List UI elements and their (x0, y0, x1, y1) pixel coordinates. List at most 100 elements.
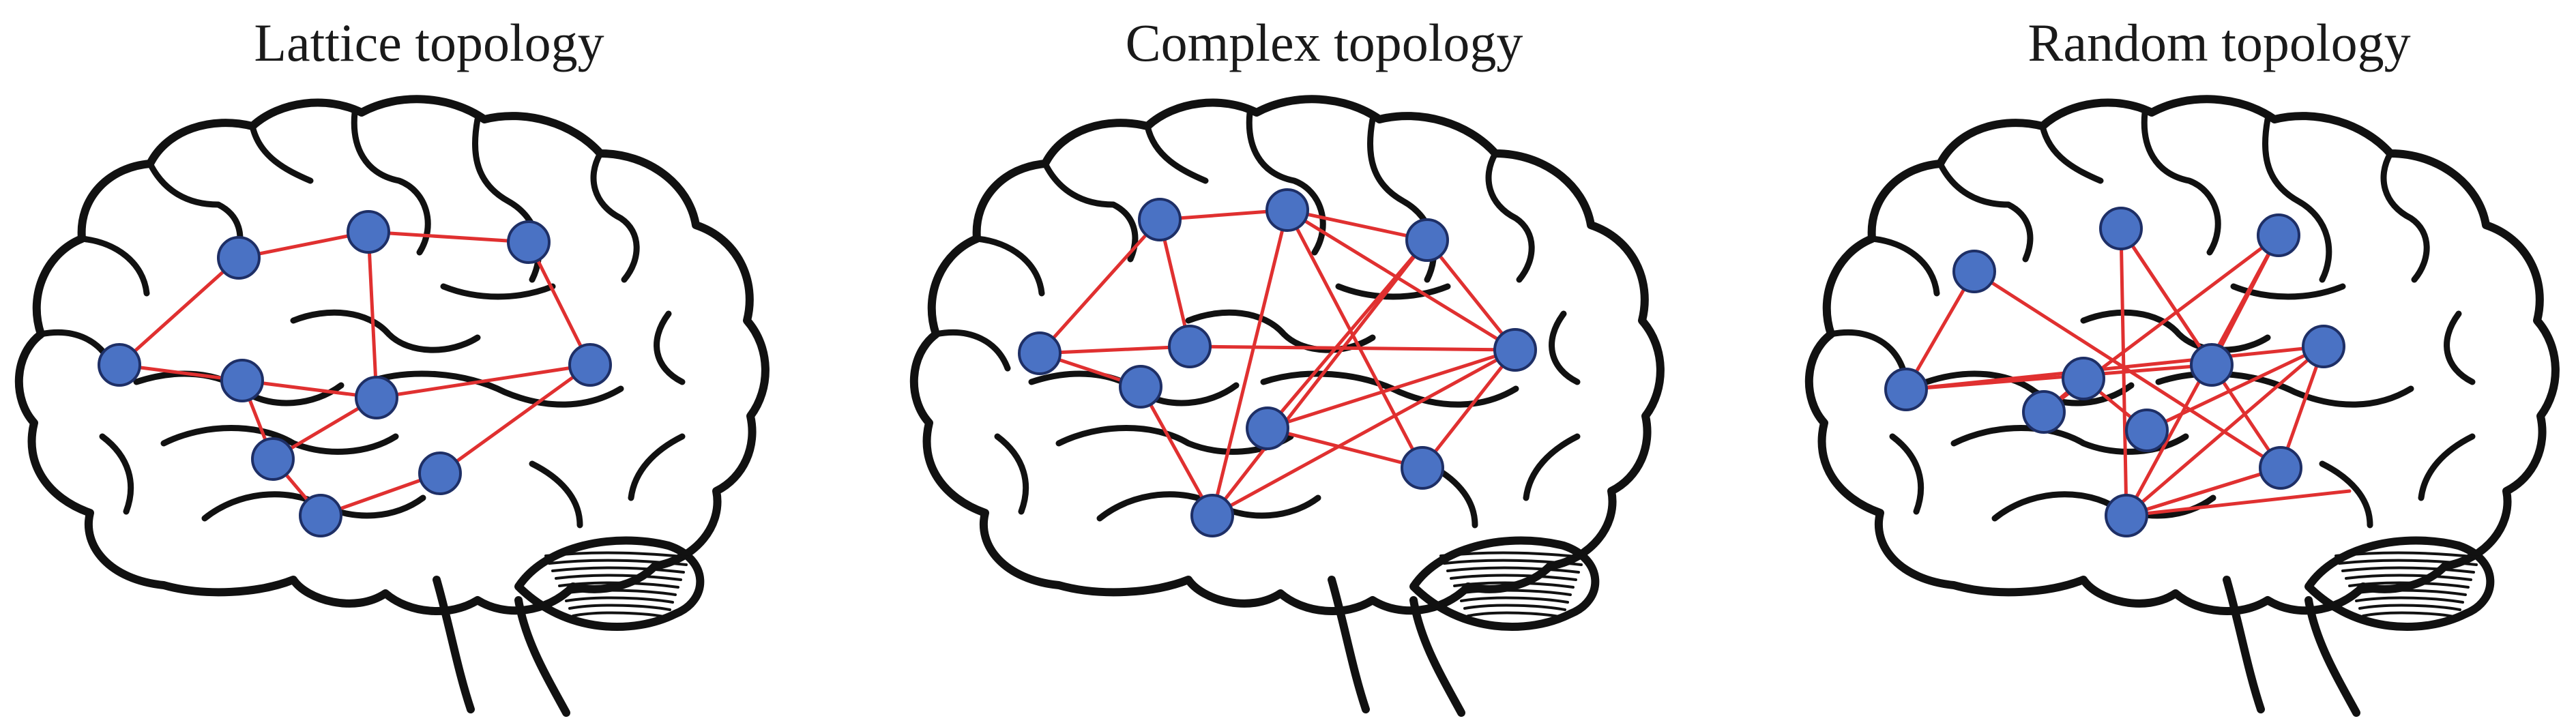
cerebrum-outline (1804, 95, 2560, 615)
network-node (507, 220, 551, 264)
gyrus-line (1889, 433, 1924, 515)
network-node (2022, 390, 2066, 434)
cerebellum-fold (1463, 604, 1566, 611)
brainstem (2223, 576, 2360, 717)
network-edge (366, 230, 531, 244)
cerebellum-fold (2338, 559, 2478, 566)
gyrus-line (1523, 433, 1581, 501)
panel-title: Lattice topology (254, 13, 604, 72)
cerebellum-fold (1467, 611, 1564, 619)
gyrus-line (1485, 150, 1535, 283)
network-node (220, 359, 264, 402)
cerebellum-fold (2362, 611, 2459, 619)
network-edge (1285, 208, 1429, 242)
network-edges (117, 230, 592, 518)
network-nodes (1884, 207, 2345, 537)
network-edge (1038, 218, 1162, 355)
network-edge (1285, 208, 1424, 470)
network-node (1401, 446, 1444, 490)
network-node (2062, 357, 2105, 400)
gyrus-line (974, 235, 1045, 297)
network-node (1265, 188, 1309, 232)
network-edge (2124, 466, 2283, 518)
gyrus-line (1335, 283, 1451, 300)
gyrus-line (529, 460, 583, 529)
cerebellum-outline (2304, 536, 2495, 632)
network-edge (2124, 489, 2352, 518)
network-edge (1904, 363, 2214, 391)
network-node (1119, 365, 1162, 409)
network-edge (527, 240, 592, 367)
network-node (2257, 213, 2300, 257)
gyrus-line (1828, 329, 1906, 372)
gyrus-line (994, 433, 1029, 515)
gyrus-line (2141, 109, 2221, 256)
cerebellum-fold (2345, 574, 2472, 581)
brain-outline (14, 95, 770, 717)
network-node (2190, 343, 2234, 387)
gyrus-line (590, 150, 640, 283)
network-node (299, 494, 342, 537)
cerebellum-fold (1453, 581, 1575, 589)
network-edge (1285, 208, 1517, 352)
network-node (1190, 494, 1234, 537)
cerebrum-outline (909, 95, 1665, 615)
network-edge (1210, 208, 1289, 518)
cerebellum-fold (544, 551, 690, 559)
cerebellum-fold (561, 589, 677, 596)
network-edge (1210, 348, 1517, 518)
network-edge (117, 256, 241, 367)
network-edge (1972, 269, 2283, 470)
network-edge (1265, 238, 1429, 430)
network-node (1168, 325, 1212, 368)
cerebellum-fold (1457, 589, 1572, 596)
network-node (1405, 218, 1449, 262)
cerebellum-fold (572, 611, 669, 619)
network-edge (1265, 348, 1517, 430)
gyrus-line (365, 370, 624, 408)
gyrus-line (290, 309, 481, 353)
network-node (2259, 446, 2302, 490)
network-nodes (98, 210, 612, 537)
gyrus-line (1055, 425, 1294, 455)
cerebellum-fold (2348, 581, 2470, 589)
network-edge (1139, 385, 1214, 518)
gyrus-line (351, 109, 431, 256)
network-node (2302, 325, 2345, 368)
network-edge (2124, 344, 2326, 518)
gyrus-line (99, 433, 134, 515)
cerebellum-fold (2334, 551, 2480, 559)
network-node (1018, 331, 1062, 375)
gyrus-line (1144, 123, 1209, 184)
cerebellum-fold (1446, 566, 1580, 574)
cerebellum-fold (555, 574, 682, 581)
gyrus-line (1549, 310, 1581, 385)
gyrus-line (2262, 116, 2332, 283)
network-edge (2119, 226, 2214, 367)
network-nodes (1018, 188, 1537, 537)
gyrus-line (2230, 283, 2346, 300)
brainstem (433, 576, 570, 717)
network-edges (1038, 208, 1517, 518)
network-node (568, 343, 612, 387)
gyrus-line (2418, 433, 2476, 501)
cerebellum-fold (568, 604, 671, 611)
network-edge (375, 363, 592, 400)
cerebellum-fold (1450, 574, 1577, 581)
panel-lattice: Lattice topology (0, 0, 858, 725)
cerebellum-fold (2352, 589, 2467, 596)
brain-diagram (909, 95, 1665, 717)
network-node (1884, 368, 1928, 411)
network-edge (366, 230, 379, 400)
gyrus-line (933, 329, 1011, 372)
gyrus-line (1937, 160, 2034, 263)
gyrus-line (2444, 310, 2476, 385)
network-node (1952, 250, 1996, 293)
panel-title: Random topology (2028, 13, 2411, 72)
brainstem (1328, 576, 1465, 717)
brain-diagram (14, 95, 770, 717)
gyrus-line (1246, 109, 1326, 256)
gyrus-line (249, 123, 314, 184)
network-node (1246, 406, 1289, 450)
